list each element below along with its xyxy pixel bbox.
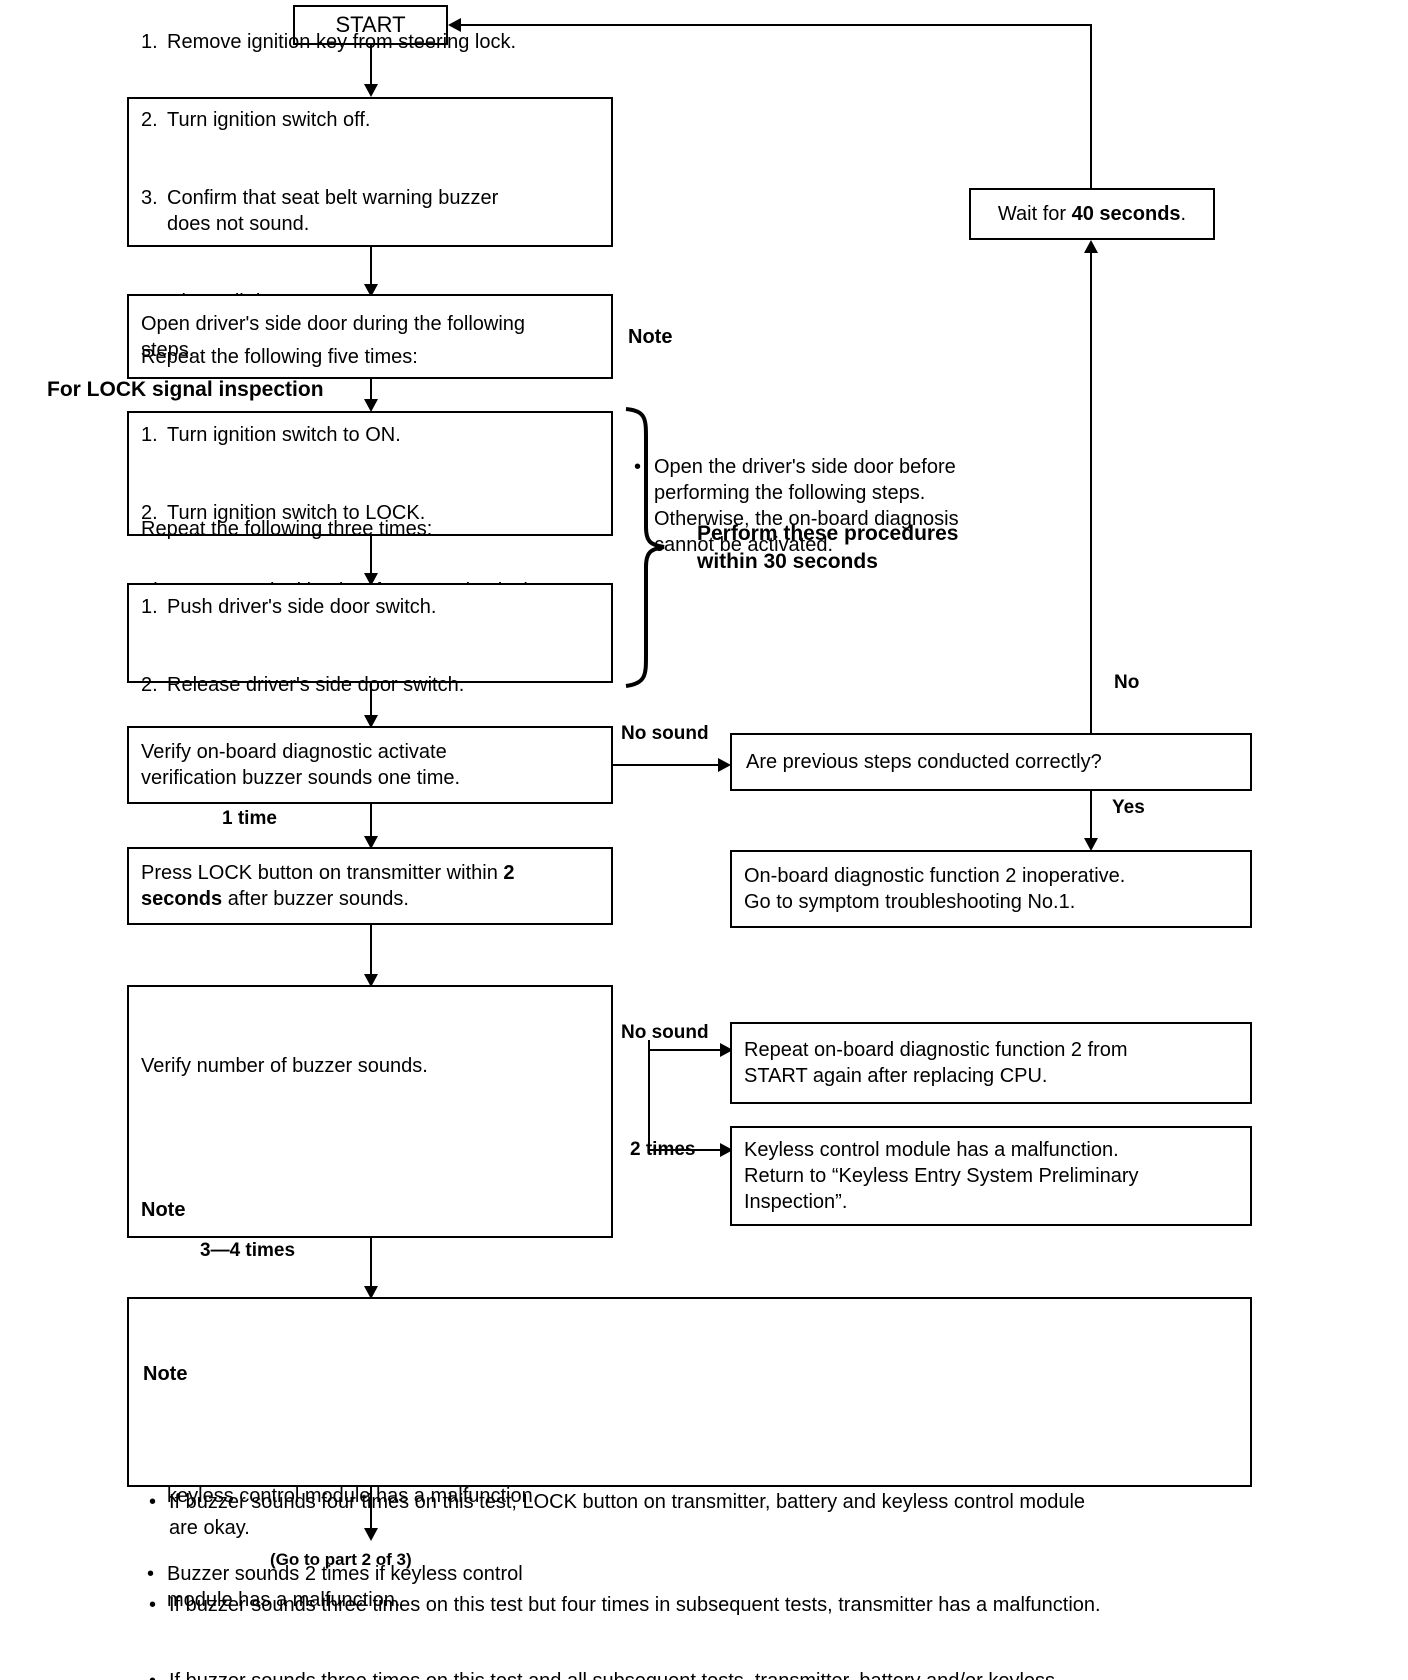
repeat-five-list: 1.Turn ignition switch to ON. 2.Turn ign… <box>141 370 599 578</box>
initial-step-3: Confirm that seat belt warning buzzer do… <box>167 187 499 235</box>
edge-return-arrowhead <box>448 18 461 32</box>
final-note-bullets: If buzzer sounds four times on this test… <box>143 1439 1236 1680</box>
node-start-label: START <box>335 11 406 37</box>
side-note-list: Open the driver's side door before perfo… <box>628 402 1028 610</box>
edge-previoussteps-to-inoperative-arrowhead <box>1084 838 1098 851</box>
verify-number-heading: Verify number of buzzer sounds. <box>141 1055 428 1077</box>
node-verify-activate[interactable]: Verify on-board diagnostic activate veri… <box>127 726 613 804</box>
node-final-note[interactable]: Note If buzzer sounds four times on this… <box>127 1297 1252 1680</box>
list-item: 1.Turn ignition switch to ON. <box>141 423 401 446</box>
edge-verifynumber-to-finalnote-arrowhead <box>364 1286 378 1299</box>
edge-label-one-time: 1 time <box>222 808 277 829</box>
repeat-three-step-2: Release driver's side door switch. <box>167 674 465 696</box>
edge-repeatthree-to-verifyactivate <box>370 683 372 725</box>
node-press-lock[interactable]: Press LOCK button on transmitter within … <box>127 847 613 925</box>
node-module-malfunction[interactable]: Keyless control module has a malfunction… <box>730 1126 1252 1226</box>
repeat-three-header: Repeat the following three times: <box>141 518 433 540</box>
edge-verifyactivate-to-previoussteps <box>613 764 723 766</box>
repeat-three-step-1: Push driver's side door switch. <box>167 596 437 618</box>
node-wait-40-text: Wait for 40 seconds. <box>997 203 1187 225</box>
node-previous-steps-text: Are previous steps conducted correctly? <box>746 751 1102 773</box>
brace-text: Perform these procedures within 30 secon… <box>697 522 959 574</box>
node-repeat-three[interactable]: Repeat the following three times: 1.Push… <box>127 518 613 696</box>
edge-repeatfive-to-repeatthree-arrowhead <box>364 573 378 586</box>
edge-steps-to-opendoor-arrowhead <box>364 284 378 297</box>
repeat-five-step-2: Turn ignition switch to LOCK. <box>167 501 426 524</box>
edge-label-no-sound-2: No sound <box>621 1022 709 1043</box>
edge-opendoor-to-repeatfive <box>370 379 372 409</box>
node-repeat-from-start[interactable]: Repeat on-board diagnostic function 2 fr… <box>730 1022 1252 1104</box>
edge-verifynumber-to-modulemalfunction-arrowhead <box>720 1143 733 1157</box>
edge-finalnote-to-footer-arrowhead <box>364 1528 378 1541</box>
repeat-five-step-1: Turn ignition switch to ON. <box>167 423 401 446</box>
node-inoperative-text: On-board diagnostic function 2 inoperati… <box>744 865 1126 913</box>
final-note-bullet-3: If buzzer sounds three times on this tes… <box>169 1670 1055 1680</box>
side-note-text: Open the driver's side door before perfo… <box>654 456 959 556</box>
edge-return-vertical <box>1090 24 1092 188</box>
node-initial-steps[interactable]: 1.Remove ignition key from steering lock… <box>127 31 613 313</box>
edge-label-two-times: 2 times <box>630 1139 696 1160</box>
node-open-door-text: Open driver's side door during the follo… <box>141 312 526 361</box>
repeat-five-header: Repeat the following five times: <box>141 345 418 368</box>
procedures-brace <box>625 407 665 688</box>
final-note-label: Note <box>143 1363 188 1386</box>
node-previous-steps[interactable]: Are previous steps conducted correctly? <box>730 733 1252 791</box>
edge-previoussteps-to-inoperative <box>1090 791 1092 843</box>
repeat-three-list: 1.Push driver's side door switch. 2.Rele… <box>141 542 599 750</box>
edge-verifyactivate-to-previoussteps-arrowhead <box>718 758 731 772</box>
list-item: 1.Push driver's side door switch. <box>141 596 437 618</box>
edge-repeatfive-to-repeatthree <box>370 536 372 580</box>
node-inoperative[interactable]: On-board diagnostic function 2 inoperati… <box>730 850 1252 928</box>
edge-finalnote-to-footer <box>370 1487 372 1537</box>
final-note-bullet-2: If buzzer sounds three times on this tes… <box>169 1593 1101 1616</box>
node-verify-activate-text: Verify on-board diagnostic activate veri… <box>141 741 461 789</box>
edge-label-yes: Yes <box>1112 797 1145 818</box>
edge-presslock-to-verifynumber <box>370 925 372 983</box>
node-wait-40[interactable]: Wait for 40 seconds. <box>969 188 1215 240</box>
edge-label-no: No <box>1114 672 1140 693</box>
edge-repeatthree-to-verifyactivate-arrowhead <box>364 715 378 728</box>
initial-step-1: Remove ignition key from steering lock. <box>167 31 517 53</box>
edge-previoussteps-to-wait40-arrowhead <box>1084 240 1098 253</box>
node-repeat-from-start-text: Repeat on-board diagnostic function 2 fr… <box>744 1039 1128 1087</box>
final-note-bullet-1: If buzzer sounds four times on this test… <box>169 1491 1086 1539</box>
edge-previoussteps-to-wait40 <box>1090 252 1092 733</box>
edge-verifyactivate-to-presslock <box>370 804 372 846</box>
side-note: Note Open the driver's side door before … <box>628 272 1028 662</box>
list-item: 2.Release driver's side door switch. <box>141 674 465 696</box>
list-item: 3.Confirm that seat belt warning buzzer … <box>141 187 499 235</box>
list-item: 2.Turn ignition switch to LOCK. <box>141 501 426 524</box>
list-item: If buzzer sounds four times on this test… <box>143 1490 1236 1541</box>
edge-verifynumber-to-repeatstart-arrowhead <box>720 1043 733 1057</box>
list-item: If buzzer sounds three times on this tes… <box>143 1593 1236 1619</box>
edge-return-horizontal-top <box>460 24 1092 26</box>
edge-opendoor-to-repeatfive-arrowhead <box>364 399 378 412</box>
edge-label-three-four-times: 3—4 times <box>200 1240 296 1261</box>
edge-start-to-steps <box>370 45 372 90</box>
list-item: 1.Remove ignition key from steering lock… <box>141 31 517 53</box>
node-open-door[interactable]: Open driver's side door during the follo… <box>127 294 613 379</box>
list-item: 2.Turn ignition switch off. <box>141 109 371 131</box>
footer-link[interactable]: (Go to part 2 of 3) <box>270 1550 412 1569</box>
edge-verifynumber-to-repeatstart <box>648 1049 726 1051</box>
edge-presslock-to-verifynumber-arrowhead <box>364 974 378 987</box>
verify-number-note-label: Note <box>141 1199 186 1221</box>
initial-step-2: Turn ignition switch off. <box>167 109 371 131</box>
side-note-label: Note <box>628 326 673 348</box>
edge-verifynumber-to-modulemalfunction <box>648 1149 726 1151</box>
edge-label-no-sound-1: No sound <box>621 723 709 744</box>
edge-start-to-steps-arrowhead <box>364 84 378 97</box>
list-item: Open the driver's side door before perfo… <box>628 454 1028 558</box>
edge-steps-to-opendoor <box>370 247 372 291</box>
node-start[interactable]: START <box>293 5 448 45</box>
edge-verifyactivate-to-presslock-arrowhead <box>364 836 378 849</box>
list-item: If buzzer sounds three times on this tes… <box>143 1669 1236 1680</box>
node-module-malfunction-text: Keyless control module has a malfunction… <box>744 1139 1139 1213</box>
node-verify-number[interactable]: Verify number of buzzer sounds. Note Buz… <box>127 985 613 1611</box>
edge-verifynumber-vertical-right <box>648 1040 650 1150</box>
node-press-lock-text: Press LOCK button on transmitter within … <box>141 862 515 910</box>
edge-verifynumber-to-finalnote <box>370 1238 372 1296</box>
lock-signal-heading: For LOCK signal inspection <box>47 378 324 401</box>
